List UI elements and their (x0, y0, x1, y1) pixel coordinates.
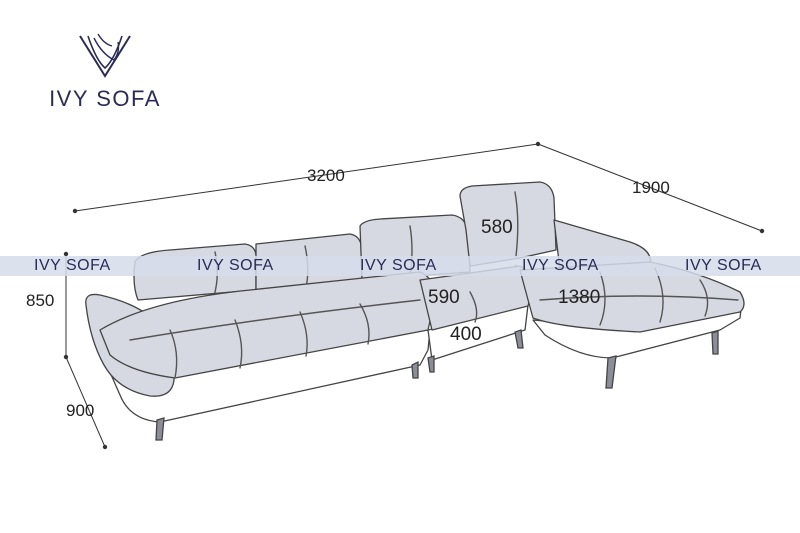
chaise-dim-end (759, 228, 765, 234)
watermark-text: IVY SOFA (34, 257, 111, 274)
depth-label: 900 (66, 401, 95, 420)
watermark-text: IVY SOFA (685, 257, 762, 274)
length-dim-end (72, 208, 78, 214)
seat-seam (299, 311, 308, 357)
depth-dimension-line (65, 356, 106, 448)
total-height-label: 850 (26, 291, 55, 310)
seat-seam (129, 299, 421, 341)
chaise-base (532, 299, 743, 359)
watermark-text: IVY SOFA (522, 257, 599, 274)
seat-height-label: 400 (450, 324, 482, 345)
watermark-text: IVY SOFA (360, 257, 437, 274)
seat-depth-label: 590 (428, 287, 460, 308)
height-dim-end (63, 251, 69, 257)
seat-seam (234, 319, 243, 369)
chaise-dimension-line (537, 143, 763, 232)
sofa-legs (155, 329, 719, 441)
back-seam (514, 191, 519, 257)
chaise-length-label: 1900 (632, 178, 670, 197)
chaise-seat (519, 261, 745, 333)
sofa-leg (155, 417, 165, 441)
sofa-leg (514, 329, 524, 349)
ivy-sofa-logo-mark-icon (79, 33, 131, 78)
length-dimension-line (74, 143, 539, 212)
backrest-height-label: 580 (481, 217, 513, 238)
sofa-leg (711, 330, 719, 355)
chaise-seam (539, 295, 739, 301)
sofa-leg (411, 360, 419, 379)
brand-logo: IVY SOFA (40, 30, 170, 112)
seat-seam (469, 291, 478, 323)
sofa-leg (427, 355, 435, 373)
watermark-text: IVY SOFA (197, 257, 274, 274)
depth-dim-end (102, 444, 108, 450)
watermark-band (0, 256, 800, 276)
total-length-label: 3200 (307, 166, 345, 185)
sofa-leg (605, 355, 617, 389)
seat-cushions (99, 261, 745, 379)
chaise-width-label: 1380 (558, 287, 601, 308)
brand-name: IVY SOFA (49, 86, 161, 111)
chaise-seam (599, 271, 606, 326)
